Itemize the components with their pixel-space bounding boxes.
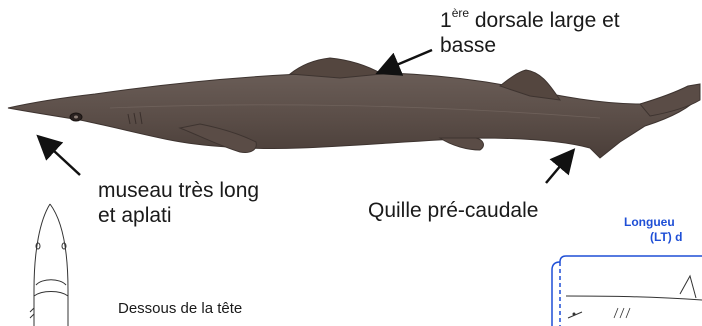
snout-label: museau très long et aplati	[98, 178, 259, 228]
length-label: Longueu (LT) d	[624, 215, 682, 245]
keel-arrow	[546, 152, 572, 183]
dorsal-arrow	[380, 50, 432, 72]
dorsal-fin-label: 1ère dorsale large et basse	[440, 8, 620, 58]
shark-body	[8, 73, 700, 158]
head-underside-label: Dessous de la tête	[118, 300, 242, 318]
length-inset	[552, 256, 702, 326]
pelvic-fin	[440, 138, 483, 150]
head-underside-sketch	[30, 204, 68, 326]
caudal-fin-upper	[640, 84, 700, 116]
snout-arrow	[40, 138, 80, 175]
keel-label: Quille pré-caudale	[368, 198, 538, 223]
first-dorsal-fin	[290, 58, 382, 78]
